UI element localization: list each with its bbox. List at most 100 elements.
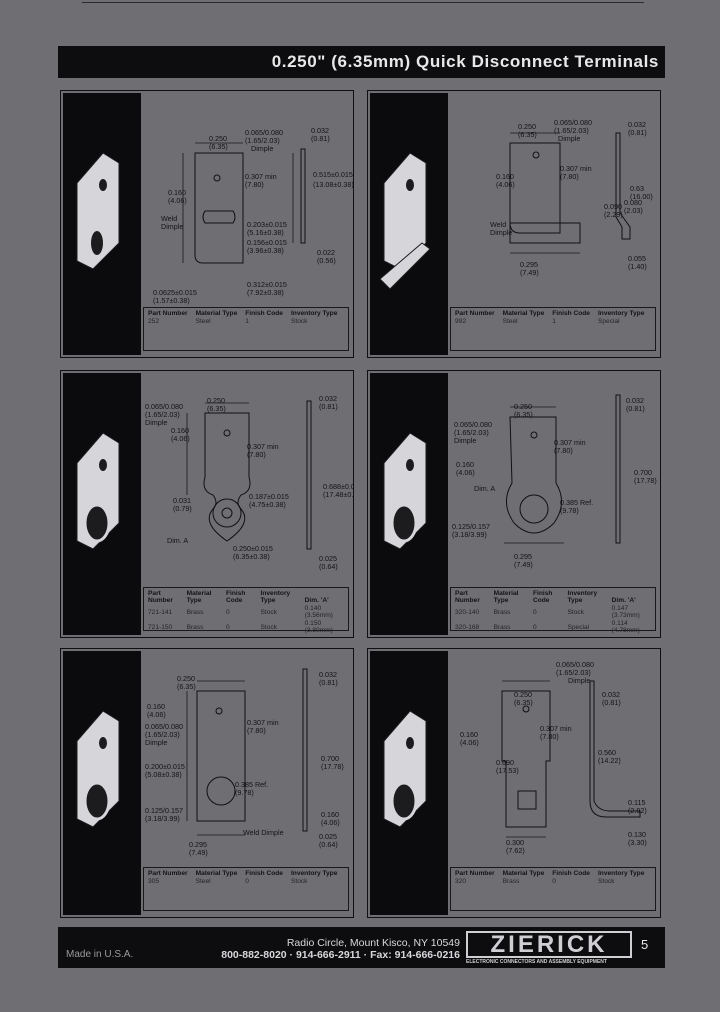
dimension-label: (0.79)	[173, 504, 192, 513]
dimension-label: (7.80)	[245, 180, 264, 189]
spec-header: Part Number	[455, 870, 495, 877]
terminal-outline	[196, 690, 246, 822]
dimension-label: (0.81)	[602, 698, 621, 707]
dimension-label: (1.65/2.03)	[454, 428, 489, 437]
dimension-label: (3.30)	[628, 838, 647, 847]
dimension-label: 0.250	[177, 674, 195, 683]
dimple-hole	[215, 707, 223, 715]
dimension-label: (7.49)	[520, 268, 539, 277]
dimension-label: 0.295	[520, 260, 538, 269]
dimension-label: 0.032	[626, 396, 644, 405]
dimension-label: (0.56)	[317, 256, 336, 265]
dimension-label: 0.307 min	[540, 724, 572, 733]
terminal-outline	[501, 690, 551, 828]
spec-cell: Steel	[502, 318, 518, 325]
spec-header: Material Type	[186, 590, 212, 604]
dimension-label: (7.80)	[554, 446, 573, 455]
dimension-label: (2.29)	[604, 210, 623, 219]
dimension-label: 0.032	[628, 120, 646, 129]
dimension-label: (4.06)	[321, 818, 340, 827]
spec-header: Material Type	[502, 310, 545, 317]
product-photo	[370, 93, 448, 355]
dimension-label: 0.025	[319, 832, 337, 841]
dimension-label: 0.160	[460, 730, 478, 739]
page-number: 5	[641, 937, 649, 952]
dimension-label: (1.65/2.03)	[145, 730, 180, 739]
dimension-label: (5.16±0.38)	[247, 228, 284, 237]
spec-header: Inventory Type	[597, 310, 645, 317]
dimension-label: (6.35)	[514, 410, 533, 419]
dimension-label: (0.81)	[626, 404, 645, 413]
dimension-label: Dimple	[145, 738, 168, 747]
side-profile	[302, 668, 308, 832]
spec-cell: 0	[532, 608, 537, 616]
spec-cell: Stock	[597, 878, 615, 885]
dimple-hole	[223, 429, 231, 437]
spec-cell: 0	[532, 623, 537, 631]
spec-cell: 721-150	[148, 623, 173, 631]
spec-cell: Brass	[502, 878, 520, 885]
product-photo	[370, 373, 448, 635]
dimension-label: 0.125/0.157	[452, 522, 490, 531]
product-photo	[63, 651, 141, 915]
photo-ring	[83, 781, 111, 821]
dimension-label: (9.78)	[560, 506, 579, 515]
dimension-label: Dimple	[558, 134, 581, 143]
dimension-label: (7.80)	[560, 172, 579, 181]
dimension-label: (4.75±0.38)	[249, 500, 286, 509]
dimension-label: (6.35)	[209, 142, 228, 151]
dimension-label: (7.80)	[540, 732, 559, 741]
ring-tongue	[212, 498, 242, 528]
dimension-label: 0.0625±0.015	[153, 288, 197, 297]
terminal-outline	[509, 142, 561, 234]
dimension-label: 0.307 min	[247, 718, 279, 727]
dimension-label: 0.385 Ref.	[235, 780, 269, 789]
dimension-label: 0.300	[506, 838, 524, 847]
dimension-label: 0.065/0.080	[145, 722, 183, 731]
dimension-label: 0.700	[634, 468, 652, 477]
dimension-label: (17.78)	[321, 762, 344, 771]
spec-header: Material Type	[502, 870, 545, 877]
spec-header: Part Number	[148, 870, 188, 877]
terminal-outline	[203, 412, 251, 542]
spec-cell: 1	[245, 318, 249, 325]
dimension-label: (0.81)	[311, 134, 330, 143]
logo-tagline: ELECTRONIC CONNECTORS AND ASSEMBLY EQUIP…	[466, 959, 607, 965]
dimension-label: (7.62)	[506, 846, 525, 855]
dimension-label: (4.06)	[168, 196, 187, 205]
dimension-label: 0.130	[628, 830, 646, 839]
dimension-label: 0.160	[496, 172, 514, 181]
dimension-label: 0.250	[514, 690, 532, 699]
spec-cell: 320-140	[455, 608, 480, 616]
dimension-label: Dimple	[568, 676, 591, 685]
dimension-label: (1.65/2.03)	[245, 136, 280, 145]
spec-cell: Stock	[260, 623, 278, 631]
dimension-label: 0.031	[173, 496, 191, 505]
spec-cell: 0.147 (3.73mm)	[611, 605, 640, 619]
spec-header: Dim. 'A'	[304, 597, 329, 604]
terminal-outline	[194, 152, 244, 264]
spec-header: Inventory Type	[290, 870, 338, 877]
dimension-label: (6.35)	[177, 682, 196, 691]
title-banner: 0.250" (6.35mm) Quick Disconnect Termina…	[58, 46, 665, 78]
phone-numbers: 800-882-8020 · 914-666-2911 · Fax: 914-6…	[221, 949, 460, 961]
dimension-label: (1.65/2.03)	[554, 126, 589, 135]
spec-cell: 0	[225, 623, 230, 631]
spec-cell: 0.150 (3.80mm)	[304, 620, 333, 634]
dimension-label: (7.49)	[514, 560, 533, 569]
dimension-label: Dimple	[454, 436, 477, 445]
dimension-label: 0.295	[189, 840, 207, 849]
spec-cell: Stock	[290, 318, 308, 325]
spec-header: Part Number	[148, 590, 173, 604]
